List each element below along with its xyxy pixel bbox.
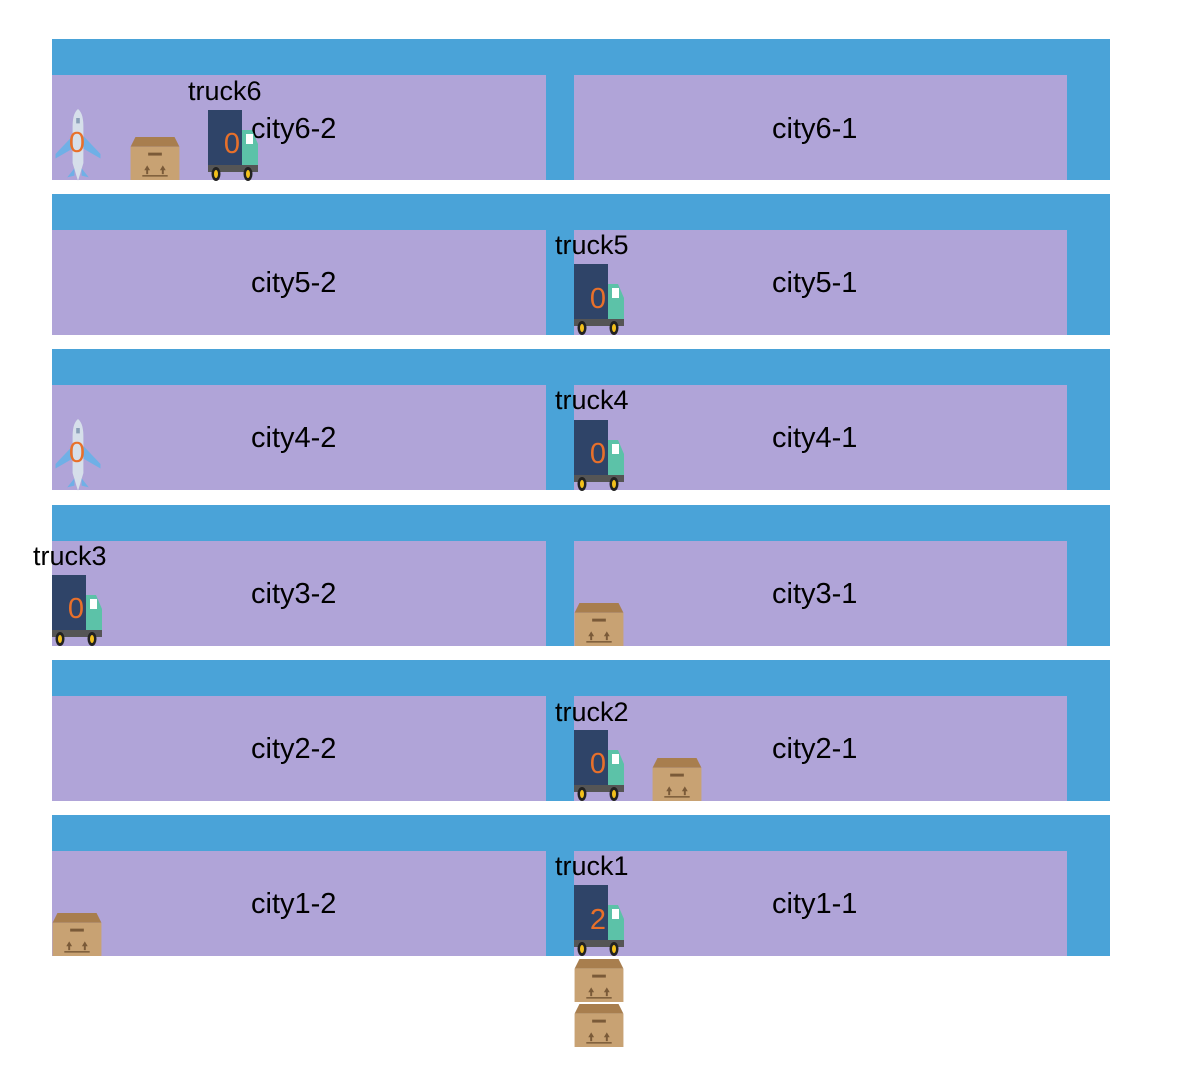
- location-label-city1-1: city1-1: [772, 888, 858, 920]
- location-label-city1-2: city1-2: [251, 888, 337, 920]
- location-label-city6-1: city6-1: [772, 113, 858, 145]
- truck-label-truck3: truck3: [33, 541, 107, 571]
- location-label-city4-1: city4-1: [772, 422, 858, 454]
- truck-label-truck6: truck6: [188, 76, 262, 106]
- package-icon: [574, 959, 624, 1002]
- truck-load-count: 0: [589, 438, 607, 470]
- city4-area: [52, 349, 1110, 490]
- location-label-city2-1: city2-1: [772, 733, 858, 765]
- location-label-city3-2: city3-2: [251, 578, 337, 610]
- location-city5-2: [52, 230, 546, 335]
- truck-load-count: 0: [67, 593, 85, 625]
- airplane-load-count: 0: [68, 437, 86, 469]
- truck-load-count: 0: [589, 748, 607, 780]
- location-city3-2: [52, 541, 546, 646]
- truck-label-truck1: truck1: [555, 851, 629, 881]
- location-label-city4-2: city4-2: [251, 422, 337, 454]
- airplane-load-count: 0: [68, 127, 86, 159]
- location-label-city6-2: city6-2: [251, 113, 337, 145]
- truck-load-count: 0: [223, 128, 241, 160]
- location-city5-1: [574, 230, 1067, 335]
- location-label-city3-1: city3-1: [772, 578, 858, 610]
- location-city4-2: [52, 385, 546, 490]
- truck-label-truck5: truck5: [555, 230, 629, 260]
- package-icon: [52, 913, 102, 956]
- package-icon: [574, 603, 624, 646]
- location-city3-1: [574, 541, 1067, 646]
- location-label-city2-2: city2-2: [251, 733, 337, 765]
- location-city6-1: [574, 75, 1067, 180]
- package-icon: [574, 1004, 624, 1047]
- package-icon: [652, 758, 702, 801]
- location-label-city5-1: city5-1: [772, 267, 858, 299]
- truck-load-count: 2: [589, 904, 607, 936]
- location-city2-2: [52, 696, 546, 801]
- truck-load-count: 0: [589, 283, 607, 315]
- truck-label-truck4: truck4: [555, 385, 629, 415]
- location-label-city5-2: city5-2: [251, 267, 337, 299]
- location-city1-1: [574, 851, 1067, 956]
- location-city4-1: [574, 385, 1067, 490]
- location-city1-2: [52, 851, 546, 956]
- city5-area: [52, 194, 1110, 335]
- truck-label-truck2: truck2: [555, 697, 629, 727]
- package-icon: [130, 137, 180, 180]
